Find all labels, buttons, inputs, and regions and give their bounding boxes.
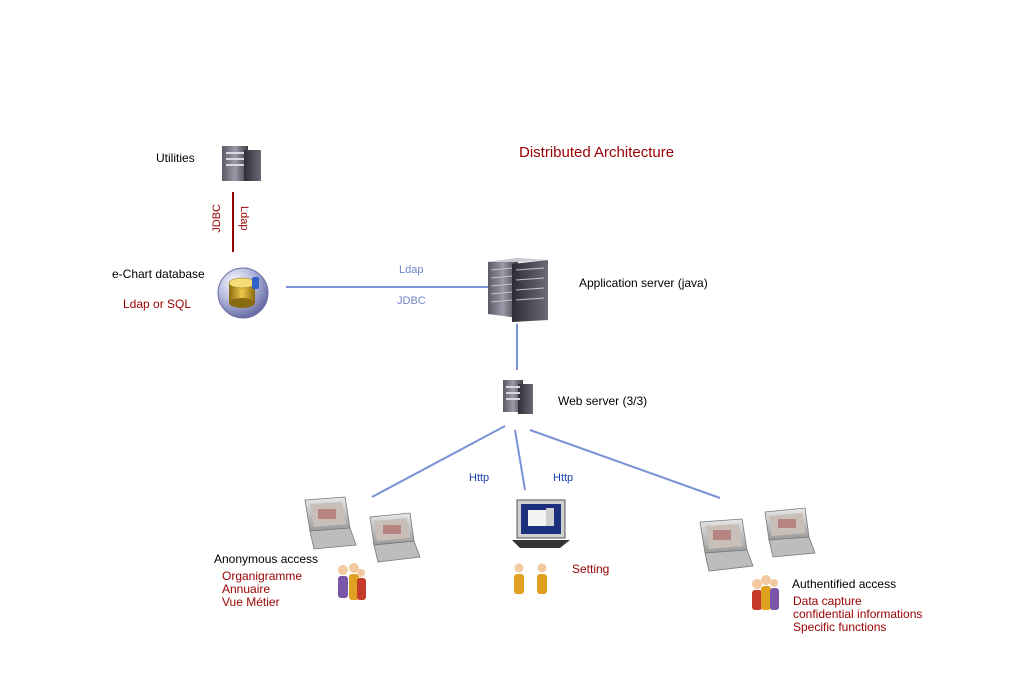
authentified-access-label: Authentified access [792, 577, 897, 591]
link-web-authentified [529, 429, 721, 499]
utilities-server-icon [222, 146, 261, 181]
authentified-laptops-icon [699, 507, 816, 572]
jdbc-link-label: JDBC [211, 204, 223, 233]
feature-item: Data capture [793, 594, 862, 608]
anonymous-laptops-icon [304, 496, 421, 563]
http-label-left: Http [469, 472, 490, 484]
db-app-ldap-label: Ldap [399, 264, 424, 276]
web-server-icon [503, 380, 533, 414]
setting-users-icon [514, 563, 547, 594]
feature-item: Annuaire [222, 582, 271, 596]
database-type-label: Ldap or SQL [123, 297, 192, 311]
ldap-link-label: Ldap [238, 206, 250, 231]
web-server-label: Web server (3/3) [558, 394, 648, 408]
link-web-setting [514, 429, 526, 491]
database-icon [217, 267, 269, 319]
utilities-label: Utilities [156, 151, 195, 165]
feature-item: Specific functions [793, 620, 887, 634]
http-label-right: Http [553, 472, 574, 484]
feature-item: Organigramme [222, 569, 303, 583]
feature-item: confidential informations [793, 607, 923, 621]
database-label: e-Chart database [112, 267, 205, 281]
anonymous-users-icon [338, 563, 366, 600]
app-server-label: Application server (java) [579, 276, 708, 290]
feature-item: Vue Métier [222, 595, 280, 609]
diagram-title: Distributed Architecture [519, 144, 675, 161]
link-web-anonymous [371, 425, 506, 498]
setting-monitor-icon [512, 499, 570, 548]
authentified-users-icon [752, 575, 779, 610]
setting-label: Setting [572, 562, 610, 576]
authentified-features-list: Data capture confidential informations S… [793, 595, 922, 634]
anonymous-access-label: Anonymous access [214, 552, 319, 566]
anonymous-features-list: Organigramme Annuaire Vue Métier [222, 570, 302, 609]
app-server-icon [488, 258, 548, 322]
db-app-jdbc-label: JDBC [397, 295, 426, 307]
